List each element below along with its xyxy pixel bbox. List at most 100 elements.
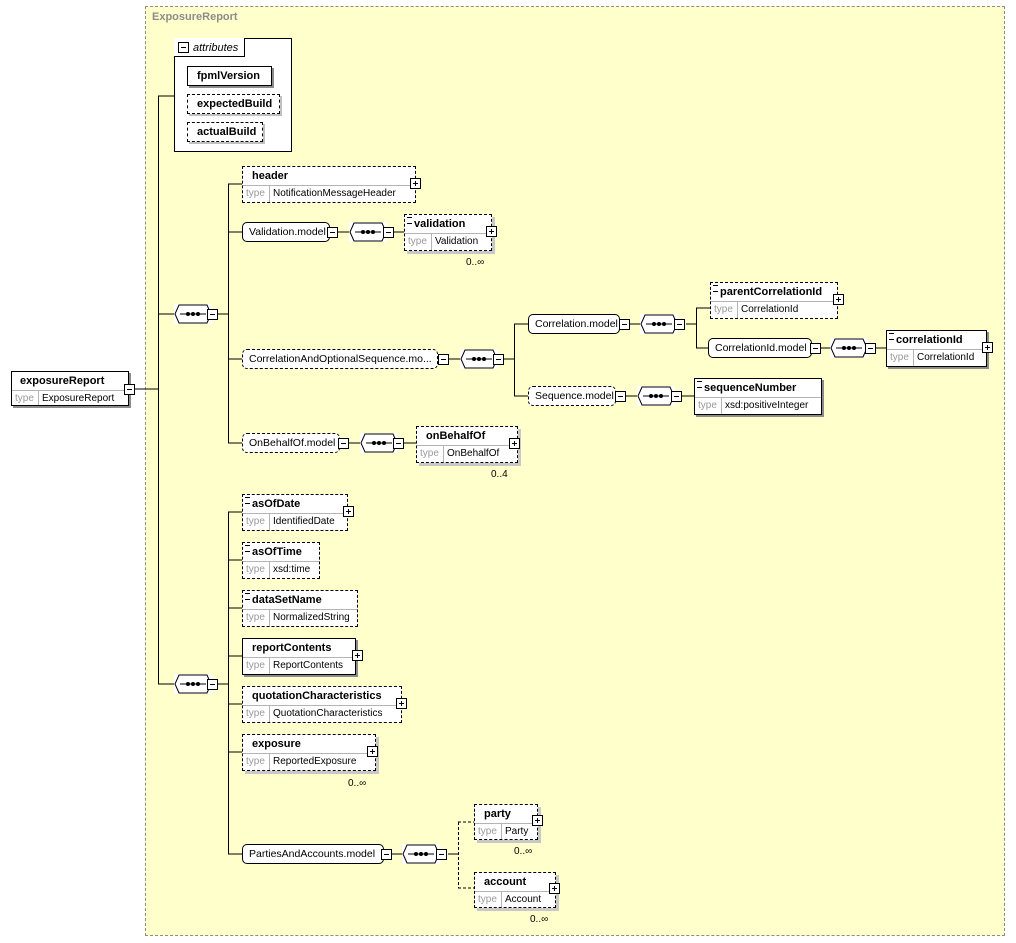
type-value: Validation (435, 236, 479, 247)
sequence-compositor-icon (640, 314, 678, 334)
collapse-icon[interactable] (383, 227, 394, 238)
element-name: onBehalfOf (426, 430, 486, 442)
collapse-icon[interactable] (393, 438, 404, 449)
element-account[interactable]: account type Account (474, 872, 556, 908)
element-quotation-characteristics[interactable]: quotationCharacteristics type QuotationC… (242, 686, 402, 723)
cardinality-label: 0..∞ (348, 778, 367, 789)
element-exposure[interactable]: exposure type ReportedExposure (242, 734, 376, 771)
type-label: type (246, 612, 265, 623)
element-sequence-number[interactable]: sequenceNumber type xsd:positiveInteger (694, 378, 822, 415)
type-value: IdentifiedDate (273, 516, 335, 527)
cardinality-label: 0..∞ (514, 846, 533, 857)
type-label: type (246, 660, 265, 671)
sequence-compositor-icon (349, 222, 387, 242)
attribute-expected-build[interactable]: expectedBuild (187, 94, 280, 114)
attributes-collapse-icon[interactable] (178, 42, 189, 53)
element-as-of-time[interactable]: asOfTime type xsd:time (242, 542, 320, 579)
expand-icon[interactable] (509, 438, 520, 449)
element-name: reportContents (252, 642, 332, 654)
expand-icon[interactable] (982, 342, 993, 353)
element-header[interactable]: header type NotificationMessageHeader (242, 166, 416, 203)
element-name: asOfDate (252, 498, 301, 510)
element-parent-correlation-id[interactable]: parentCorrelationId type CorrelationId (710, 282, 838, 319)
group-title: ExposureReport (152, 11, 238, 23)
type-value: QuotationCharacteristics (273, 708, 383, 719)
expand-icon[interactable] (367, 746, 378, 757)
type-value: ReportedExposure (273, 756, 357, 767)
model-group-parties-and-accounts[interactable]: PartiesAndAccounts.model (242, 844, 384, 864)
expand-icon[interactable] (410, 178, 421, 189)
sequence-collapse-icon[interactable] (207, 309, 218, 320)
cardinality-label: 0..∞ (530, 914, 549, 925)
cardinality-label: 0..4 (491, 469, 508, 480)
collapse-icon[interactable] (438, 354, 449, 365)
model-group-sequence[interactable]: Sequence.model (528, 386, 616, 406)
type-value: CorrelationId (917, 352, 975, 363)
collapse-icon[interactable] (615, 391, 626, 402)
element-name: party (484, 808, 511, 820)
sequence-collapse-icon[interactable] (207, 679, 218, 690)
expand-icon[interactable] (532, 815, 543, 826)
sequence-compositor-icon (174, 674, 212, 694)
root-element-exposure-report[interactable]: exposureReport type ExposureReport (11, 371, 129, 406)
element-name: validation (414, 218, 466, 230)
type-label: type (408, 236, 427, 247)
element-as-of-date[interactable]: asOfDate type IdentifiedDate (242, 494, 348, 531)
element-party[interactable]: party type Party (474, 804, 538, 840)
expand-icon[interactable] (396, 698, 407, 709)
type-label: type (420, 448, 439, 459)
model-group-correlation-and-optional-sequence[interactable]: CorrelationAndOptionalSequence.mo... (242, 349, 438, 369)
type-label: type (246, 516, 265, 527)
attribute-fpml-version[interactable]: fpmlVersion (187, 66, 272, 86)
expand-icon[interactable] (343, 506, 354, 517)
collapse-icon[interactable] (671, 391, 682, 402)
collapse-icon[interactable] (619, 319, 630, 330)
type-label: type (246, 188, 265, 199)
root-type-label: type (15, 393, 34, 404)
element-name: sequenceNumber (704, 382, 797, 394)
root-collapse-icon[interactable] (124, 384, 135, 395)
root-element-name: exposureReport (20, 375, 105, 387)
element-report-contents[interactable]: reportContents type ReportContents (242, 638, 356, 675)
sequence-compositor-icon (637, 386, 675, 406)
model-group-correlation-id[interactable]: CorrelationId.model (708, 338, 812, 358)
model-group-correlation[interactable]: Correlation.model (528, 314, 620, 334)
cardinality-label: 0..∞ (466, 257, 485, 268)
element-name: correlationId (896, 334, 963, 346)
collapse-icon[interactable] (493, 354, 504, 365)
collapse-icon[interactable] (381, 849, 392, 860)
expand-icon[interactable] (486, 226, 497, 237)
collapse-icon[interactable] (338, 438, 349, 449)
element-validation[interactable]: validation type Validation (404, 214, 492, 251)
attributes-tab (174, 38, 245, 57)
model-group-on-behalf-of[interactable]: OnBehalfOf.model (242, 433, 340, 453)
sequence-compositor-icon (460, 349, 498, 369)
collapse-icon[interactable] (674, 319, 685, 330)
collapse-icon[interactable] (327, 227, 338, 238)
expand-icon[interactable] (549, 883, 560, 894)
collapse-icon[interactable] (810, 343, 821, 354)
element-name: parentCorrelationId (720, 286, 823, 298)
attribute-actual-build[interactable]: actualBuild (187, 122, 263, 142)
type-value: OnBehalfOf (447, 448, 500, 459)
element-name: exposure (252, 738, 301, 750)
type-label: type (890, 352, 909, 363)
element-name: asOfTime (252, 546, 302, 558)
model-group-validation[interactable]: Validation.model (242, 222, 330, 242)
sequence-compositor-icon (830, 338, 868, 358)
element-correlation-id[interactable]: correlationId type CorrelationId (886, 330, 987, 367)
collapse-icon[interactable] (436, 849, 447, 860)
collapse-icon[interactable] (865, 343, 876, 354)
expand-icon[interactable] (833, 294, 844, 305)
type-label: type (698, 400, 717, 411)
element-data-set-name[interactable]: dataSetName type NormalizedString (242, 590, 358, 627)
element-on-behalf-of[interactable]: onBehalfOf type OnBehalfOf (416, 426, 518, 463)
sequence-compositor-icon (360, 433, 398, 453)
expand-icon[interactable] (352, 650, 363, 661)
element-name: header (252, 170, 289, 182)
attributes-title: attributes (193, 42, 239, 54)
root-type-value: ExposureReport (42, 393, 115, 404)
type-value: xsd:time (273, 564, 311, 575)
element-name: dataSetName (252, 594, 322, 606)
